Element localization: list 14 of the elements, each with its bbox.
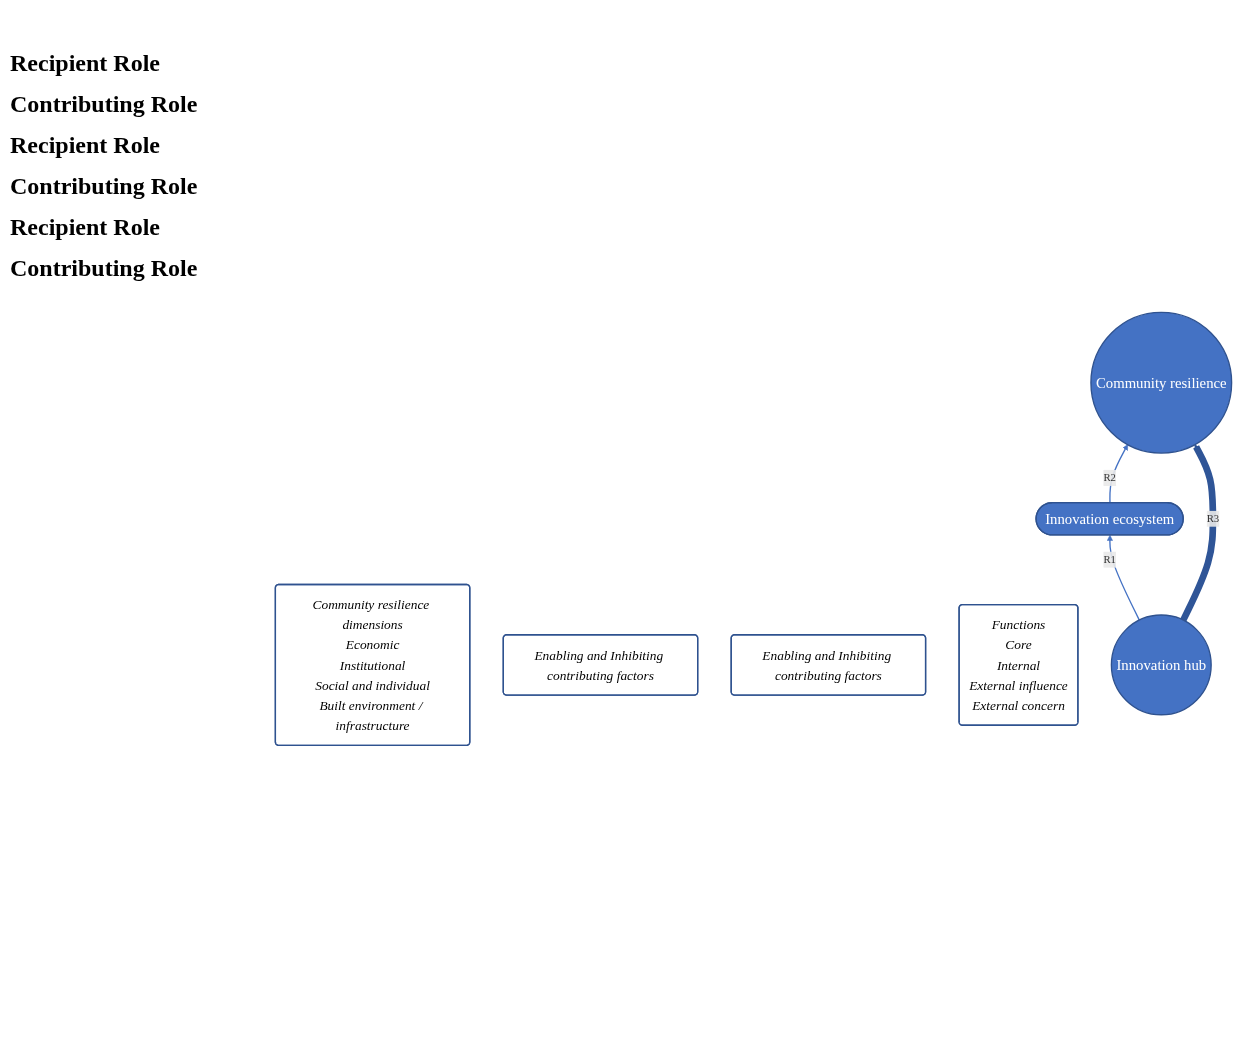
role-label: Recipient Role	[10, 132, 161, 159]
role-label: Recipient Role	[10, 50, 161, 77]
role-label: Contributing Role	[10, 173, 199, 200]
edge-label: R2	[1103, 471, 1116, 483]
edge-label: R1	[1103, 553, 1116, 565]
arrow	[1109, 443, 1128, 504]
arrow	[1180, 443, 1217, 622]
node-circle: Innovation hub	[1110, 614, 1212, 716]
arrow	[1106, 534, 1140, 621]
role-label: Contributing Role	[10, 255, 199, 282]
role-label: Recipient Role	[10, 214, 161, 241]
role-label: Contributing Role	[10, 91, 199, 118]
node-circle: Community resilience	[1090, 311, 1233, 454]
edge-label: R3	[1206, 512, 1220, 524]
